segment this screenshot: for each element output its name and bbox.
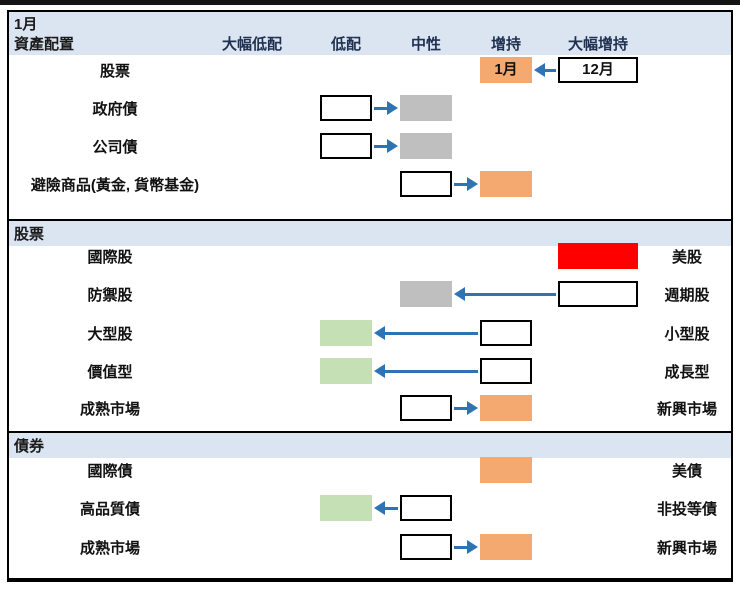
arrowhead-icon	[387, 101, 398, 115]
column-header-over: 增持	[490, 36, 521, 53]
marker-gray-box	[400, 133, 452, 159]
marker-orange-box	[480, 457, 532, 483]
marker-outline-box	[400, 534, 452, 560]
row-label: 成熟市場	[79, 401, 140, 418]
arrowhead-icon	[467, 540, 478, 554]
section-title-asset-allocation: 資產配置	[14, 36, 75, 53]
marker-green-box	[320, 358, 372, 384]
marker-outline-box	[320, 133, 372, 159]
arrow-line	[383, 370, 478, 373]
row-right-label: 新興市場	[656, 401, 717, 418]
shift-arrow-left	[374, 325, 478, 341]
month-title: 1月	[14, 16, 38, 33]
arrow-line	[454, 183, 469, 186]
marker-gray-box	[400, 95, 452, 121]
shift-arrow-right	[454, 539, 478, 555]
arrow-line	[383, 507, 398, 510]
top-border-strip	[0, 0, 740, 5]
section-header-bar: 股票	[9, 221, 731, 246]
arrowhead-icon	[467, 177, 478, 191]
marker-outline-box	[558, 281, 638, 307]
section-header-bar: 債券	[9, 433, 731, 458]
marker-outline-box	[480, 358, 532, 384]
shift-arrow-left	[374, 500, 398, 516]
arrow-line	[374, 145, 389, 148]
arrowhead-icon	[534, 63, 545, 77]
column-header-under: 低配	[330, 36, 361, 53]
marker-orange-box	[480, 534, 532, 560]
column-header-strong-under: 大幅低配	[221, 36, 282, 53]
marker-green-box	[320, 495, 372, 521]
row-right-label: 美債	[671, 463, 702, 480]
row-label: 防禦股	[87, 287, 133, 304]
allocation-table: 1月 資產配置 大幅低配 低配 中性 增持 大幅增持股票 1月 12月政府債公司債避險商品(…	[7, 10, 733, 582]
marker-outline-box	[400, 495, 452, 521]
row-label: 股票	[99, 63, 130, 80]
marker-orange-box	[480, 171, 532, 197]
row-label: 避險商品(黃金, 貨幣基金)	[30, 177, 200, 194]
marker-outline-box	[320, 95, 372, 121]
row-label: 成熟市場	[79, 540, 140, 557]
row-label: 國際股	[87, 249, 133, 266]
column-header-neutral: 中性	[410, 36, 441, 53]
arrowhead-icon	[387, 139, 398, 153]
row-right-label: 新興市場	[656, 540, 717, 557]
arrowhead-icon	[454, 287, 465, 301]
section-divider	[9, 219, 731, 221]
row-right-label: 週期股	[664, 287, 710, 304]
row-right-label: 美股	[671, 249, 702, 266]
marker-outline-box	[400, 171, 452, 197]
shift-arrow-left	[534, 62, 556, 78]
shift-arrow-left	[454, 286, 556, 302]
arrow-line	[374, 107, 389, 110]
row-label: 高品質債	[79, 501, 140, 518]
marker-gray-box	[400, 281, 452, 307]
shift-arrow-right	[454, 400, 478, 416]
arrow-line	[543, 69, 556, 72]
marker-outline-box	[480, 320, 532, 346]
marker-outline-box: 12月	[558, 57, 638, 83]
marker-orange-box	[480, 395, 532, 421]
shift-arrow-left	[374, 363, 478, 379]
marker-green-box	[320, 320, 372, 346]
shift-arrow-right	[454, 176, 478, 192]
section-divider	[9, 431, 731, 433]
row-right-label: 非投等債	[656, 501, 717, 518]
arrowhead-icon	[467, 401, 478, 415]
marker-outline-box	[400, 395, 452, 421]
arrowhead-icon	[374, 501, 385, 515]
arrow-line	[454, 407, 469, 410]
row-label: 公司債	[92, 139, 138, 156]
arrow-line	[383, 332, 478, 335]
section-header-label: 債券	[14, 438, 45, 455]
marker-red-box	[558, 243, 638, 269]
section-header-label: 股票	[14, 226, 45, 243]
row-label: 國際債	[87, 463, 133, 480]
column-header-strong-over: 大幅增持	[567, 36, 628, 53]
arrowhead-icon	[374, 364, 385, 378]
arrowhead-icon	[374, 326, 385, 340]
row-label: 政府債	[92, 101, 138, 118]
row-right-label: 成長型	[664, 364, 710, 381]
row-right-label: 小型股	[664, 326, 710, 343]
row-label: 價值型	[87, 364, 133, 381]
shift-arrow-right	[374, 100, 398, 116]
arrow-line	[454, 546, 469, 549]
arrow-line	[463, 293, 556, 296]
table-header-band	[9, 12, 731, 55]
shift-arrow-right	[374, 138, 398, 154]
marker-orange-box: 1月	[480, 57, 532, 83]
row-label: 大型股	[87, 326, 133, 343]
